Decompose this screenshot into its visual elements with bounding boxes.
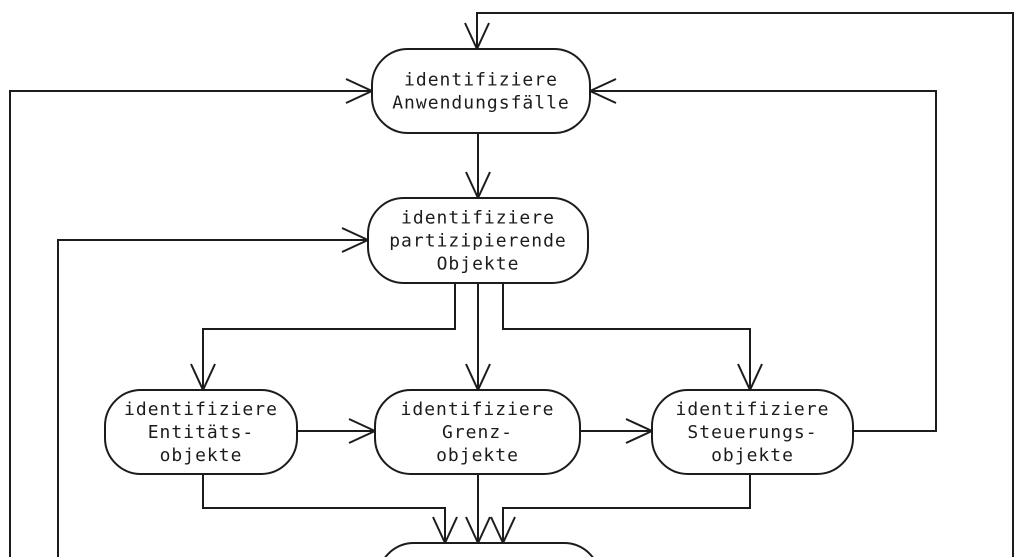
arrowhead (625, 430, 653, 444)
node-shape (651, 389, 854, 475)
node-label-line: objekte (436, 445, 519, 466)
edge-grenz-to-bottom-node (465, 474, 491, 544)
node-label-line: Grenz- (442, 422, 513, 443)
node-shape (371, 48, 591, 134)
arrowhead (589, 90, 617, 104)
arrowhead (490, 516, 504, 544)
arrowhead (190, 363, 204, 391)
arrowhead (341, 227, 369, 241)
edge-outer-left-loop-to-top-node (9, 78, 373, 557)
node-label-line: identifiziere (124, 399, 278, 420)
edge-steuerungs-to-bottom-node (490, 474, 751, 544)
edge-grenz-to-steuerungs (580, 418, 653, 444)
edge-outer-right-loop-to-top-node (464, 12, 1014, 557)
node-label-line: Anwendungsfälle (392, 93, 570, 114)
arrowhead (348, 418, 376, 432)
node-label-line: Objekte (437, 254, 520, 275)
edge-steuerungs-to-anwendungsfaelle-loop (589, 78, 937, 432)
edge-line (502, 283, 751, 390)
arrowhead (625, 418, 653, 432)
arrowhead (432, 516, 446, 544)
arrowhead (477, 171, 491, 199)
arrowhead (444, 516, 458, 544)
node-shape (384, 542, 594, 557)
arrowhead (749, 363, 763, 391)
arrowhead (737, 363, 751, 391)
node-label-line: identifiziere (676, 399, 830, 420)
node-shape (374, 389, 581, 475)
edge-line (202, 474, 446, 543)
edge-partizipierende-to-grenz (465, 283, 491, 391)
arrowhead (465, 171, 479, 199)
node-label-line: partizipierende (389, 231, 567, 252)
arrowhead (465, 516, 479, 544)
node-label-line: identifiziere (401, 399, 555, 420)
edge-entitaets-to-grenz (297, 418, 376, 444)
node-bottom-node-clipped (384, 542, 594, 557)
node-label-line: Entitäts- (148, 422, 255, 443)
arrowhead (341, 239, 369, 253)
arrowhead (589, 78, 617, 92)
edge-line (590, 90, 937, 432)
arrowhead (502, 516, 516, 544)
edge-line (476, 12, 1014, 557)
node-shape (367, 197, 589, 284)
arrowhead (476, 22, 490, 50)
arrowhead (345, 90, 373, 104)
arrowhead (465, 363, 479, 391)
edge-line (9, 90, 372, 557)
arrowhead (477, 363, 491, 391)
edge-line (502, 474, 751, 543)
edge-line (57, 239, 368, 557)
edge-anwendungsfaelle-to-partizipierende (465, 133, 491, 199)
node-label-line: objekte (160, 445, 243, 466)
edge-entitaets-to-bottom-node (202, 474, 458, 544)
arrowhead (348, 430, 376, 444)
node-label-line: Steuerungs- (687, 422, 817, 443)
node-shape (104, 389, 298, 475)
edge-line (202, 283, 456, 390)
node-label-line: objekte (711, 445, 794, 466)
edge-partizipierende-to-entitaets (190, 283, 456, 391)
arrowhead (202, 363, 216, 391)
arrowhead (477, 516, 491, 544)
arrowhead (345, 78, 373, 92)
node-label-line: identifiziere (404, 70, 558, 91)
node-label-line: identifiziere (401, 208, 555, 229)
arrowhead (464, 22, 478, 50)
edge-partizipierende-to-steuerungs (502, 283, 763, 391)
edge-inner-left-loop-to-partizipierende (57, 227, 369, 557)
